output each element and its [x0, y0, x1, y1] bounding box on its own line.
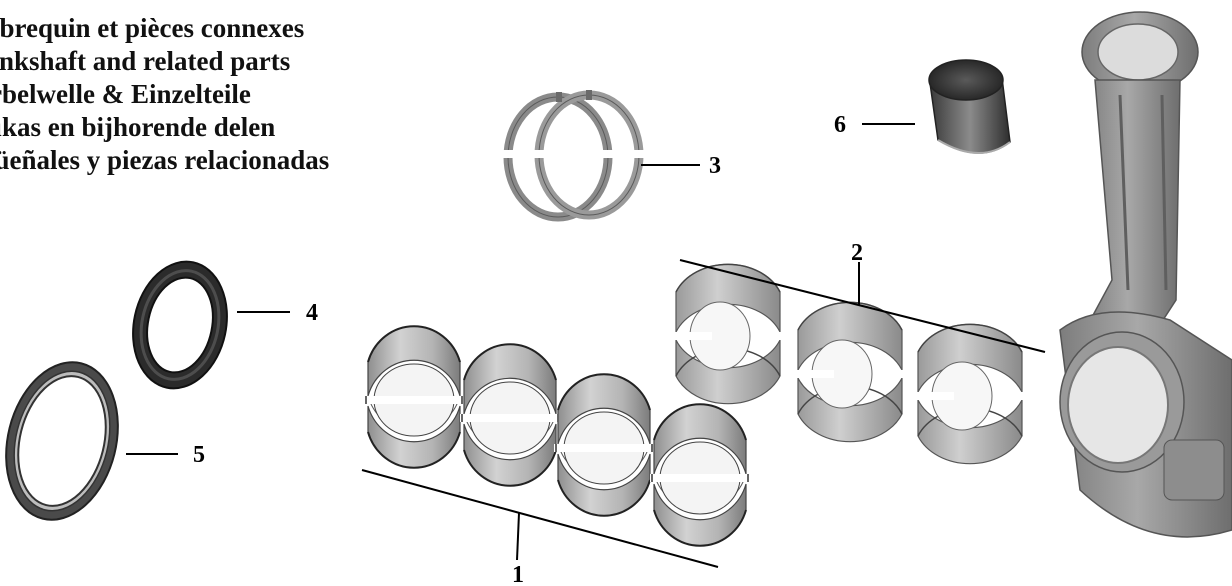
title-dutch: Krukas en bijhorende delen — [0, 112, 276, 142]
title-english: Crankshaft and related parts — [0, 46, 291, 76]
part-6-bushing — [928, 59, 1011, 154]
title-german: Kurbelwelle & Einzelteile — [0, 79, 251, 109]
callout-1: 1 — [512, 562, 524, 586]
callout-2: 2 — [851, 240, 863, 266]
callout-6: 6 — [834, 112, 846, 138]
leader-line-2 — [679, 259, 1046, 353]
part-3-thrust-washers — [500, 90, 650, 222]
connecting-rod — [1059, 11, 1232, 538]
leader-line-1-tick — [516, 512, 520, 561]
title-spanish: Cigüeñales y piezas relacionadas — [0, 145, 330, 175]
part-5-seal-ring — [5, 361, 119, 521]
title-block: Vilebrequin et pièces connexes Crankshaf… — [0, 12, 329, 177]
leader-line-1 — [361, 469, 719, 568]
callout-4: 4 — [306, 300, 318, 326]
leader-lines — [126, 123, 1046, 568]
callout-3: 3 — [709, 153, 721, 179]
title-french: Vilebrequin et pièces connexes — [0, 13, 305, 43]
callout-5: 5 — [193, 442, 205, 468]
part-4-oil-seal — [132, 260, 228, 390]
